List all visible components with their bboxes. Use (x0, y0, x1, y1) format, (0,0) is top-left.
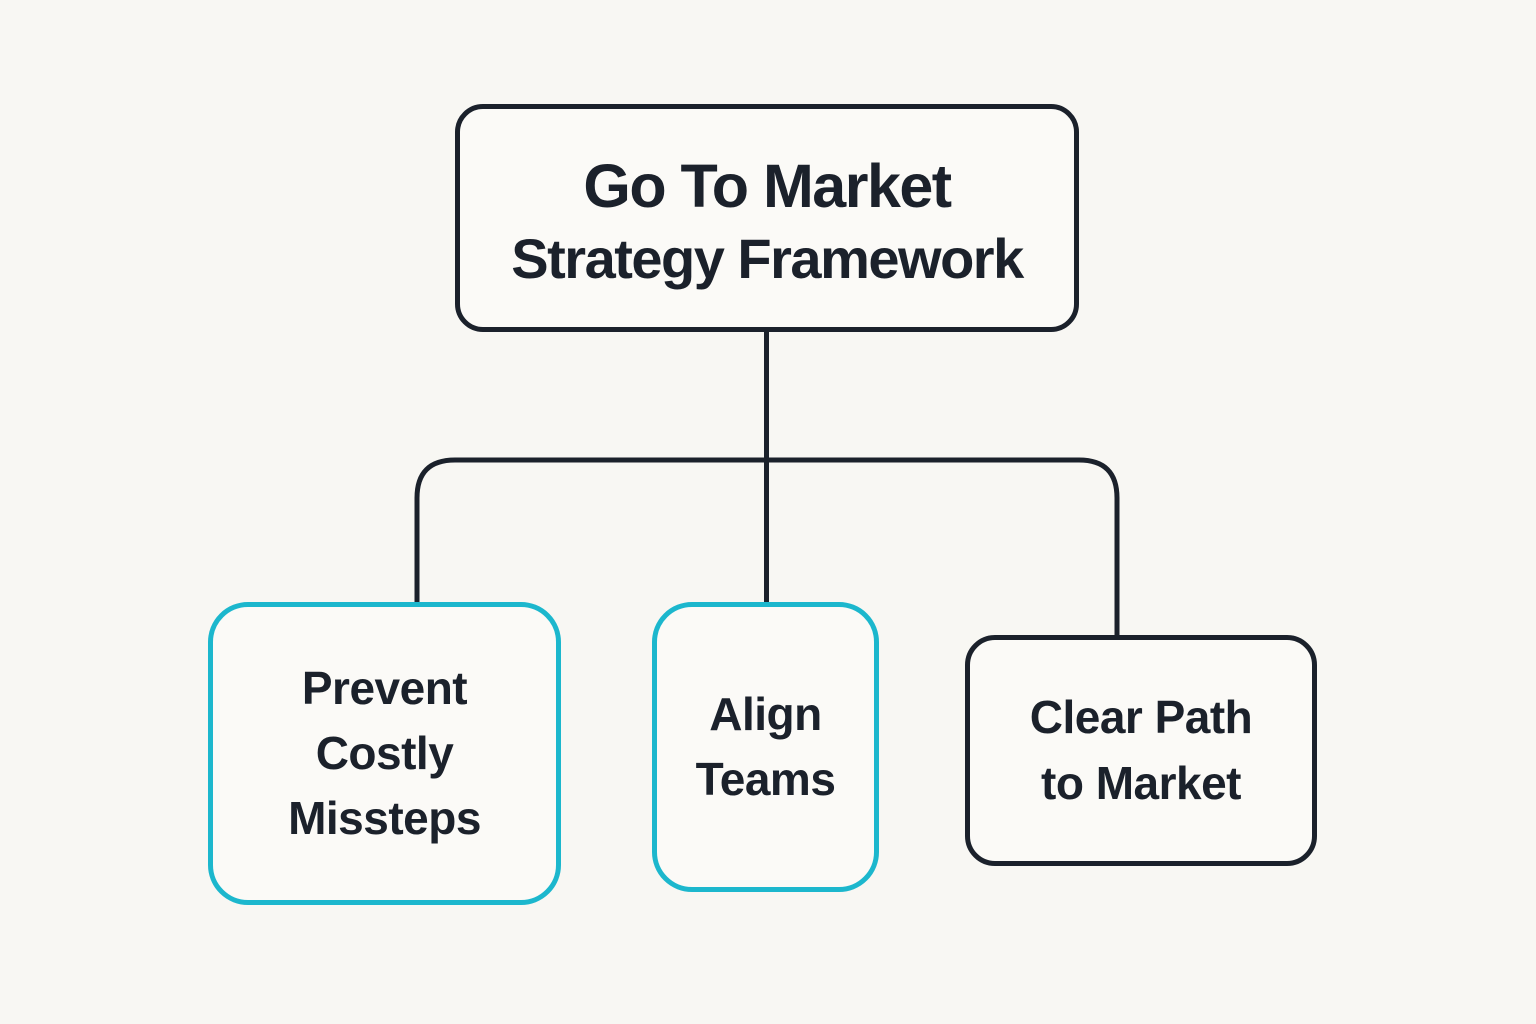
node-align-teams: Align Teams (652, 602, 879, 892)
node-label-line: Costly (315, 726, 454, 779)
node-label-line: to Market (1041, 756, 1241, 809)
node-label-line: Align (709, 687, 822, 740)
node-label-line: Teams (695, 753, 836, 805)
node-label-line: Clear Path (1029, 691, 1253, 744)
node-label-line: Missteps (288, 792, 481, 845)
root-title-line2: Strategy Framework (511, 226, 1024, 290)
node-prevent-costly-missteps: Prevent Costly Missteps (208, 602, 561, 905)
root-title-line1: Go To Market (583, 151, 952, 220)
node-label-line: Prevent (301, 661, 468, 714)
node-clear-path-to-market: Clear Path to Market (965, 635, 1317, 866)
node-root-go-to-market: Go To Market Strategy Framework (455, 104, 1079, 332)
